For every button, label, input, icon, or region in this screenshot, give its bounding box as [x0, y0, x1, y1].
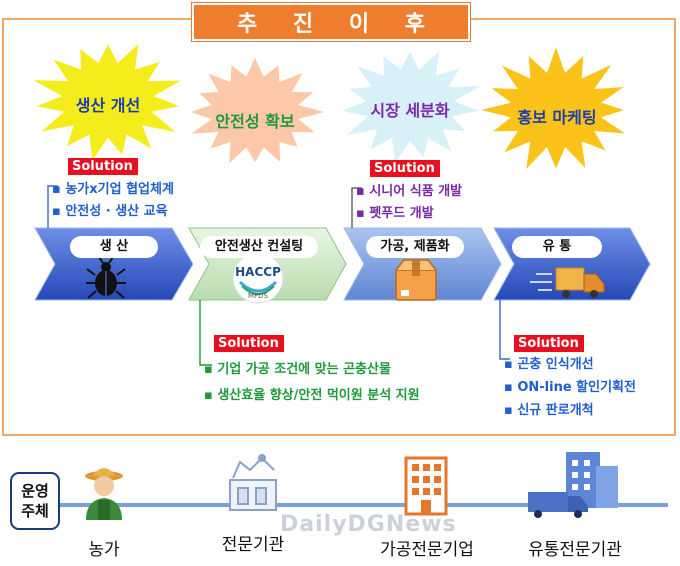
solution-item: ▪ 신규 판로개척 [504, 403, 594, 418]
star-label-safety: 안전성 확보 [215, 112, 295, 131]
star-label-marketing: 홍보 마케팅 [517, 108, 597, 127]
solution-item: ▪ 생산효율 향상/안전 먹이원 분석 지원 [204, 388, 420, 403]
star-production [33, 44, 181, 160]
solution-badge-consulting: Solution [214, 335, 284, 352]
page-title: 추 진 이 후 [192, 3, 470, 41]
connector-distribution [499, 300, 510, 360]
stage-label-consulting: 안전생산 컨설팅 [200, 236, 318, 258]
haccp-text: HACCP [235, 265, 281, 279]
operator-label-farm: 농가 [88, 540, 120, 560]
watermark: DailyDGNews [280, 512, 457, 537]
star-market [341, 51, 480, 163]
operating-label-line2: 주체 [21, 502, 49, 520]
beetle-icon [86, 256, 126, 299]
farmer-icon [85, 468, 123, 520]
solution-item: ▪ 농가x기업 협업체계 [52, 182, 174, 197]
stage-label-distribution: 유 통 [512, 236, 602, 258]
solution-item: ▪ 펫푸드 개발 [356, 206, 434, 221]
star-label-production: 생산 개선 [75, 96, 141, 115]
solution-item: ▪ 기업 가공 조건에 맞는 곤충산물 [204, 362, 391, 377]
operating-entity-box: 운영 주체 [10, 472, 60, 530]
solution-badge-processing: Solution [370, 160, 440, 177]
solution-item: ▪ ON-line 할인기획전 [504, 380, 636, 395]
solution-badge-production: Solution [68, 158, 138, 175]
haccp-sub: MFDS [248, 292, 268, 300]
star-label-market: 시장 세분화 [370, 101, 450, 120]
operator-label-distributor: 유통전문기관 [528, 540, 622, 560]
connector-consulting [199, 300, 212, 366]
operating-label-line1: 운영 [21, 482, 49, 500]
haccp-icon [232, 252, 284, 304]
operator-label-processor: 가공전문기업 [380, 540, 474, 560]
connector-processing [351, 187, 362, 228]
stage-label-production: 생 산 [70, 236, 158, 258]
stage-label-processing: 가공, 제품화 [366, 236, 464, 258]
solution-item: ▪ 안전성 · 생산 교육 [52, 204, 168, 219]
building-icon [404, 456, 448, 516]
solution-item: ▪ 시니어 식품 개발 [356, 184, 463, 199]
solution-item: ▪ 곤충 인식개선 [504, 357, 594, 372]
solution-badge-distribution: Solution [514, 335, 584, 352]
operator-label-institution: 전문기관 [221, 535, 285, 555]
star-marketing [481, 47, 626, 170]
lab-icon [229, 454, 277, 511]
connector-production [47, 185, 58, 228]
truck-building-icon [528, 452, 618, 518]
truck-icon [530, 267, 605, 298]
star-safety [190, 57, 324, 164]
box-icon [395, 259, 437, 301]
